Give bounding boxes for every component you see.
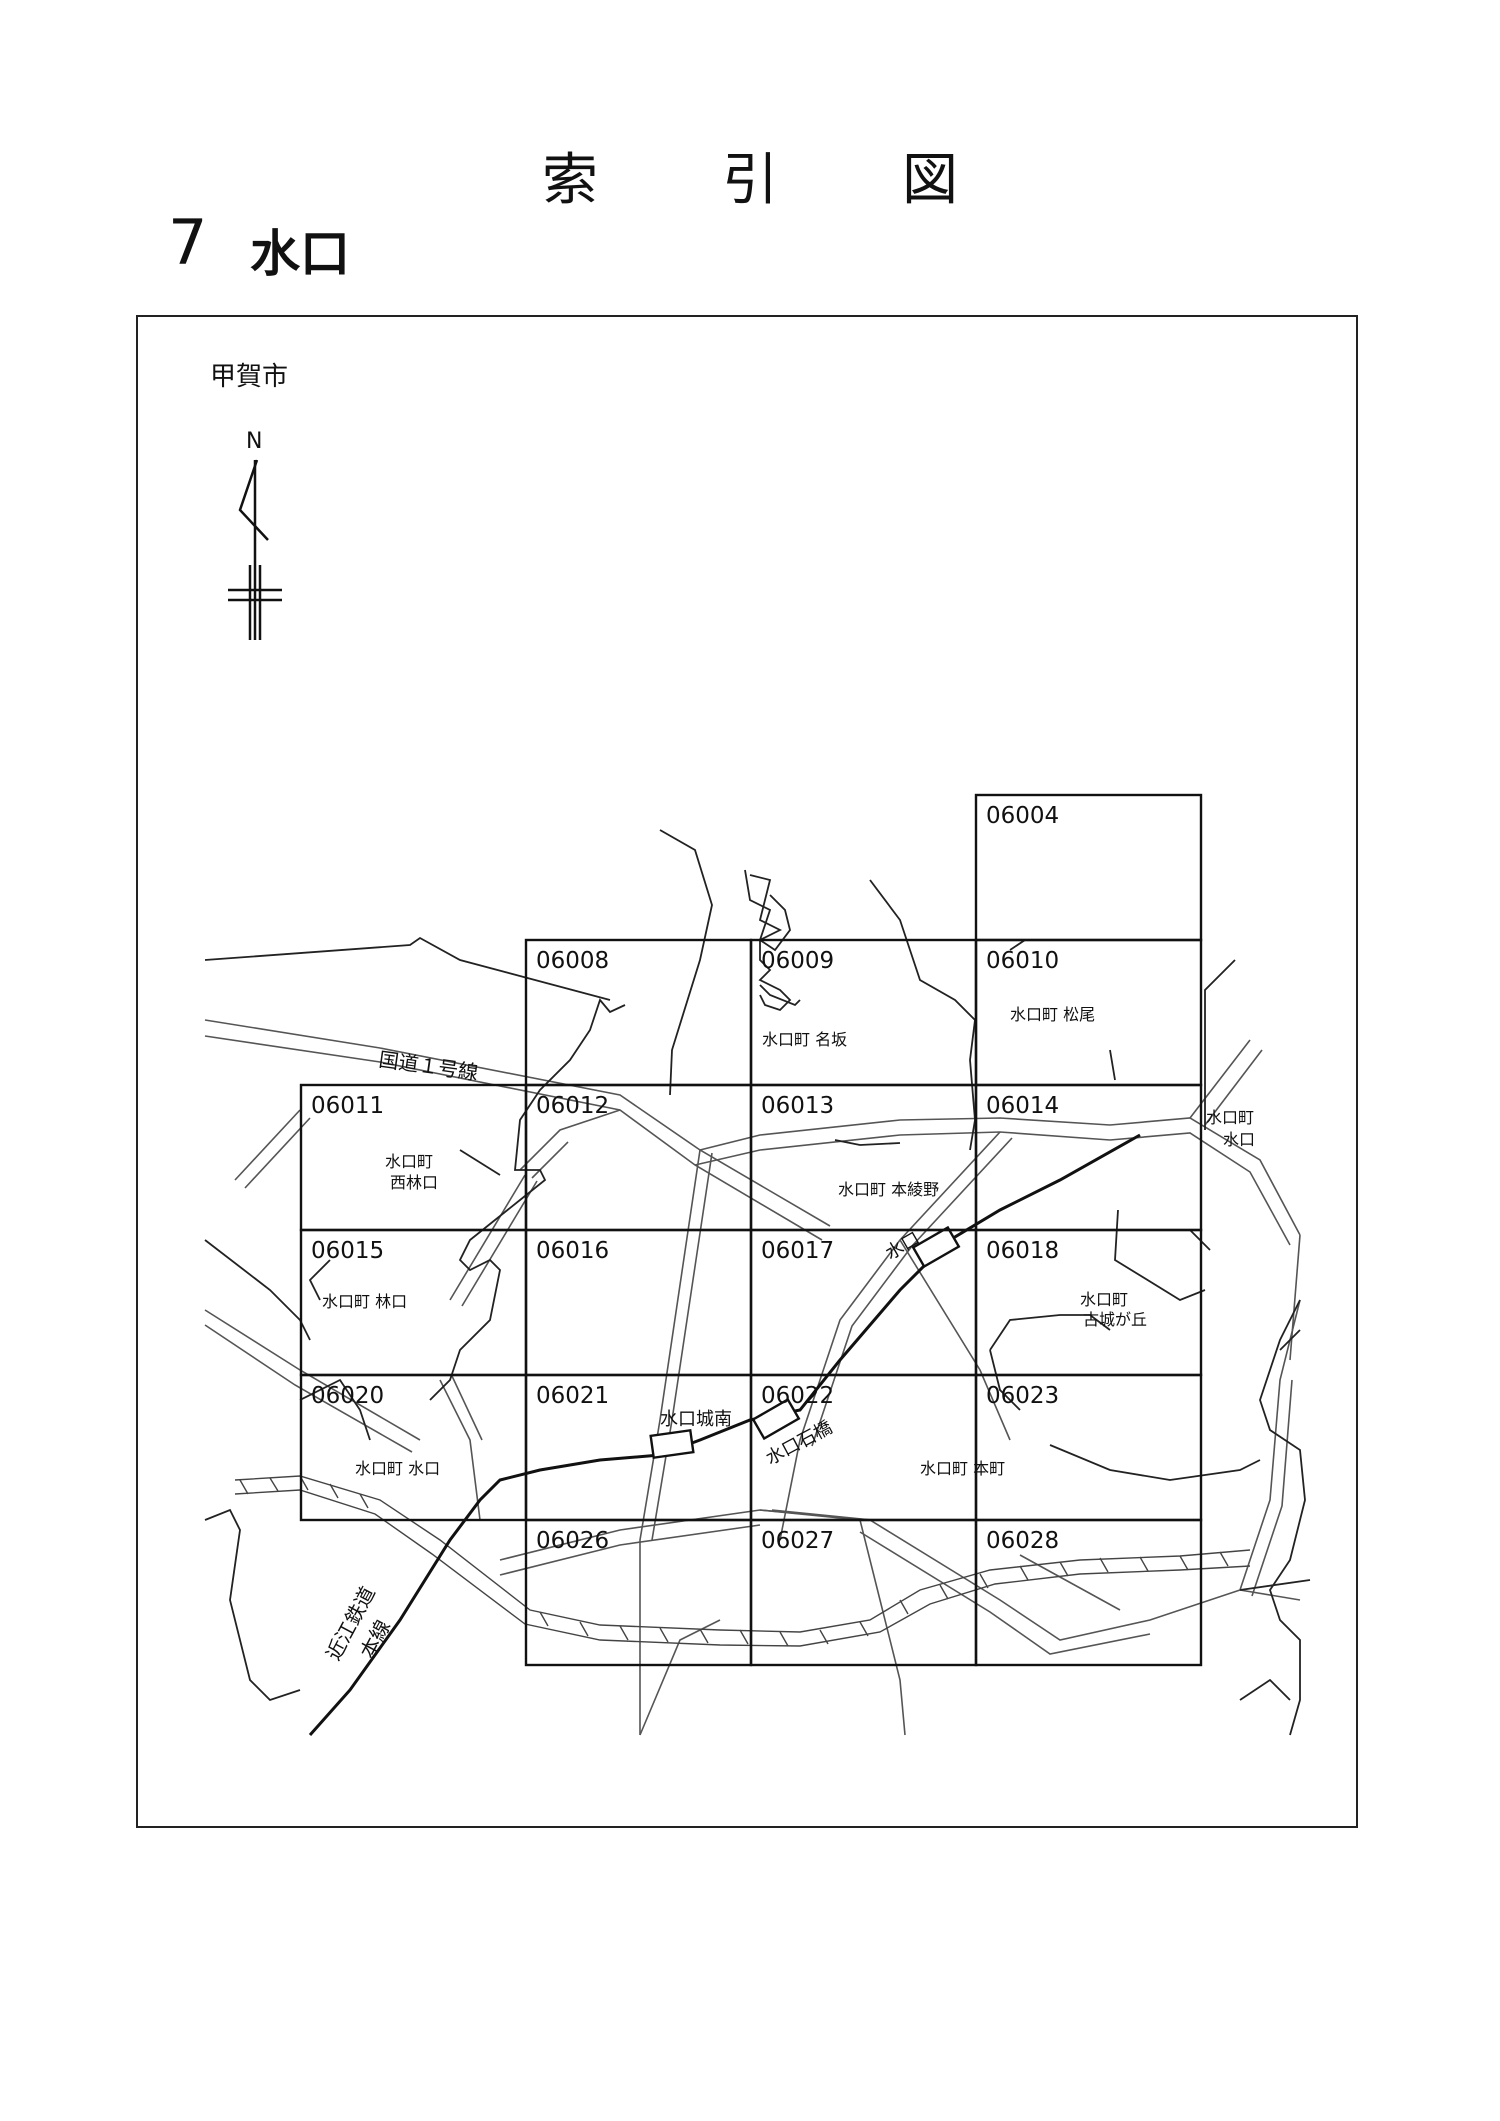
tile-label-06010: 06010 xyxy=(986,948,1059,974)
tile-label-06016: 06016 xyxy=(536,1238,609,1264)
station-label-jonan: 水口城南 xyxy=(660,1409,732,1430)
area-label-nishibayashiguchi-2: 西林口 xyxy=(390,1173,438,1192)
tile-06028 xyxy=(974,1518,1203,1667)
map-frame xyxy=(136,315,1358,1828)
river xyxy=(234,1475,1251,1647)
tile-label-06021: 06021 xyxy=(536,1383,609,1409)
area-label-kojogaoka-2: 古城が丘 xyxy=(1083,1310,1147,1329)
tile-label-06027: 06027 xyxy=(761,1528,834,1554)
area-labels: 水口町 名坂 水口町 松尾 水口町 西林口 水口町 本綾野 水口町 水口 水口町… xyxy=(322,1005,1255,1478)
north-arrow-icon: N xyxy=(228,429,282,640)
tile-label-06028: 06028 xyxy=(986,1528,1059,1554)
area-label-kojogaoka-1: 水口町 xyxy=(1080,1290,1128,1309)
tile-label-06014: 06014 xyxy=(986,1093,1059,1119)
area-label-minakuchi: 水口町 水口 xyxy=(355,1459,440,1478)
tile-label-06020: 06020 xyxy=(311,1383,384,1409)
area-label-matsuo: 水口町 松尾 xyxy=(1010,1005,1095,1024)
title-char-1: 索 xyxy=(542,148,598,213)
tile-label-06004: 06004 xyxy=(986,803,1059,829)
city-label: 甲賀市 xyxy=(210,362,289,392)
station-ishibashi-marker xyxy=(751,1397,801,1441)
tile-label-06026: 06026 xyxy=(536,1528,609,1554)
tile-label-06015: 06015 xyxy=(311,1238,384,1264)
boundary-lines xyxy=(204,829,1311,1736)
area-label-honryono: 水口町 本綾野 xyxy=(838,1180,939,1199)
sheet-number: 7 xyxy=(168,206,208,279)
road-label: 国道１号線 xyxy=(377,1047,479,1085)
station-minakuchi-marker xyxy=(911,1225,961,1269)
road-network xyxy=(204,1019,1301,1736)
title-char-3: 図 xyxy=(902,148,958,213)
index-map-title: 索引図 xyxy=(0,135,1500,216)
tile-label-06009: 06009 xyxy=(761,948,834,974)
title-char-2: 引 xyxy=(722,148,778,213)
area-label-honmachi: 水口町 本町 xyxy=(920,1459,1005,1478)
north-label: N xyxy=(246,429,262,454)
tile-label-06011: 06011 xyxy=(311,1093,384,1119)
tile-label-06012: 06012 xyxy=(536,1093,609,1119)
tile-label-06023: 06023 xyxy=(986,1383,1059,1409)
area-label-nishibayashiguchi-1: 水口町 xyxy=(385,1152,433,1171)
route-labels: 国道１号線 近江鉄道 本線 水口 水口城南 水口石橋 xyxy=(321,1047,923,1664)
area-label-minakuchi-ne-1: 水口町 xyxy=(1206,1108,1254,1127)
tile-label-06022: 06022 xyxy=(761,1383,834,1409)
sheet-name: 水口 xyxy=(250,225,350,283)
tile-grid: 06004 06008 06009 06010 06011 06012 06013 06014… xyxy=(299,793,1203,1667)
tile-label-06008: 06008 xyxy=(536,948,609,974)
station-markers xyxy=(649,1225,961,1460)
area-label-minakuchi-ne-2: 水口 xyxy=(1223,1130,1255,1149)
area-label-nasaka: 水口町 名坂 xyxy=(762,1030,847,1049)
area-label-hayashiguchi: 水口町 林口 xyxy=(322,1292,407,1311)
tile-label-06017: 06017 xyxy=(761,1238,834,1264)
tile-label-06013: 06013 xyxy=(761,1093,834,1119)
station-jonan-marker xyxy=(649,1428,695,1460)
tile-label-06018: 06018 xyxy=(986,1238,1059,1264)
